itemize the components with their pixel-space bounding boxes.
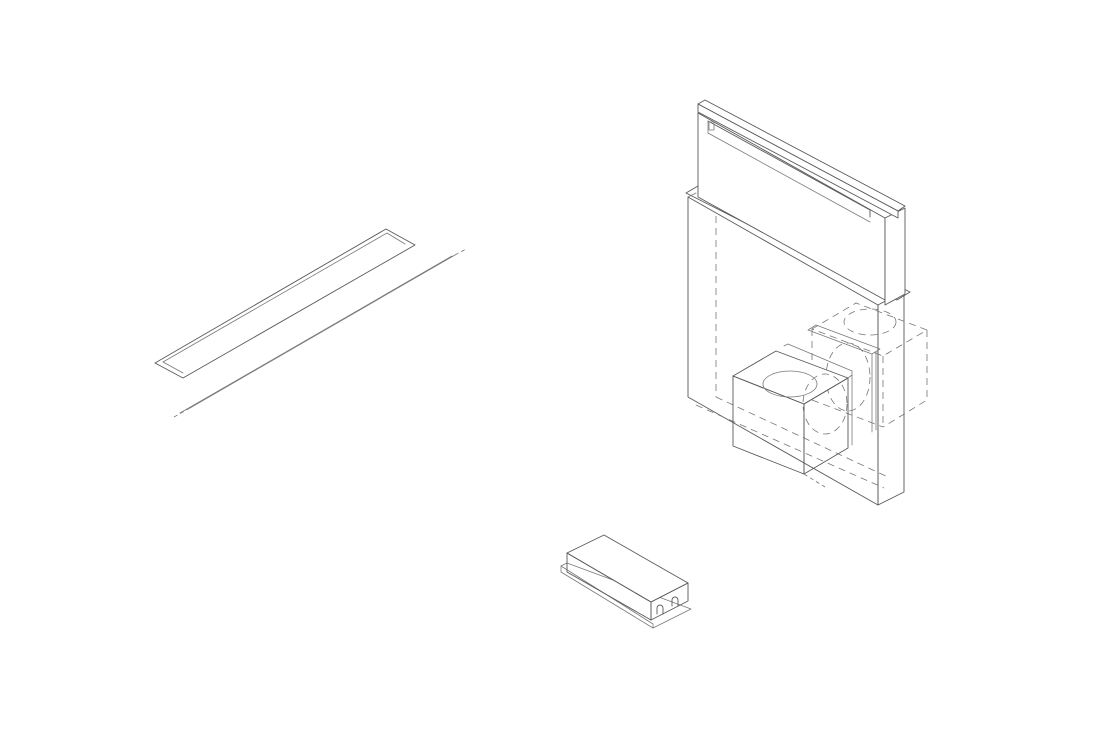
fan-motor-box-icon <box>732 343 853 488</box>
electronics-box-icon <box>560 534 692 629</box>
downdraft-extractor-isometric-icon <box>685 99 911 506</box>
fan-motor-box-alternate-position-icon <box>807 302 928 433</box>
worktop-cutout-outline-icon <box>154 228 467 418</box>
